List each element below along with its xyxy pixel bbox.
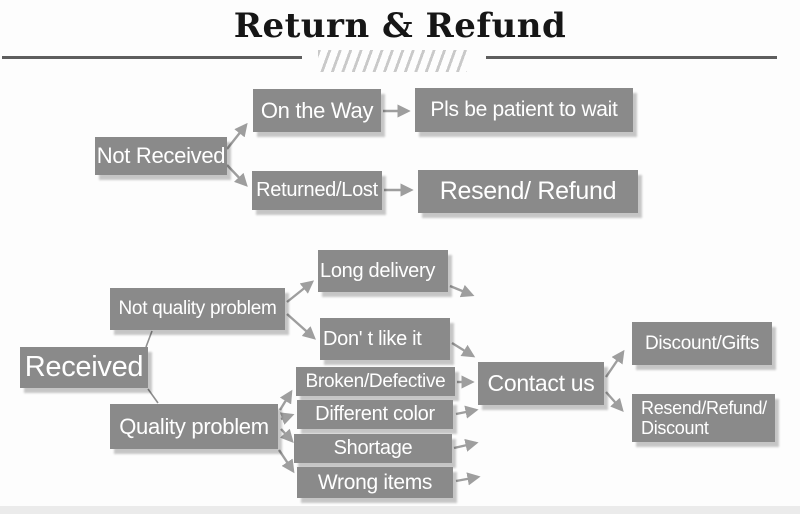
node-pls-be-patient: Pls be patient to wait <box>415 88 633 132</box>
edge-contact-us-discount-gifts <box>605 349 625 378</box>
page-title: Return & Refund <box>233 6 567 46</box>
edge-received-quality-problem <box>147 388 159 404</box>
hatch-marks <box>318 50 467 72</box>
node-different-color: Different color <box>297 400 453 429</box>
node-quality-problem: Quality problem <box>110 404 278 449</box>
divider-line-right <box>486 56 777 59</box>
edge-long-delivery-contact-us <box>449 284 475 298</box>
edge-wrong-items-contact-us <box>455 472 481 486</box>
node-broken-defective: Broken/Defective <box>296 367 455 396</box>
node-resend-refund: Resend/ Refund <box>418 170 638 213</box>
node-wrong-items: Wrong items <box>297 467 453 498</box>
node-returned-lost: Returned/Lost <box>252 171 382 210</box>
divider-line-left <box>2 56 302 59</box>
edge-dont-like-it-contact-us <box>451 341 476 358</box>
edge-not-quality-problem-dont-like-it <box>286 313 316 340</box>
edge-not-received-returned-lost <box>226 164 248 187</box>
bottom-edge-shade <box>0 506 800 514</box>
node-discount-gifts: Discount/Gifts <box>632 322 772 365</box>
node-received: Received <box>20 347 148 388</box>
edge-contact-us-resend-refund-discount <box>605 391 624 412</box>
edge-quality-problem-shortage <box>279 428 294 443</box>
edge-not-received-on-the-way <box>226 122 248 150</box>
node-on-the-way: On the Way <box>253 89 381 132</box>
edge-received-not-quality-problem <box>145 330 153 348</box>
node-long-delivery: Long delivery <box>318 250 448 292</box>
node-shortage: Shortage <box>294 434 452 463</box>
node-not-quality-problem: Not quality problem <box>110 288 285 330</box>
edge-quality-problem-wrong-items <box>278 449 295 474</box>
edge-shortage-contact-us <box>453 438 479 452</box>
edge-different-color-contact-us <box>455 405 479 419</box>
node-contact-us: Contact us <box>478 362 604 405</box>
node-not-received: Not Received <box>95 137 227 175</box>
edge-quality-problem-different-color <box>279 412 295 425</box>
node-resend-refund-discount: Resend/Refund/ Discount <box>632 394 775 442</box>
edge-quality-problem-broken-defective <box>278 389 293 411</box>
edge-not-quality-problem-long-delivery <box>286 280 315 303</box>
node-dont-like-it: Don' t like it <box>320 318 450 360</box>
